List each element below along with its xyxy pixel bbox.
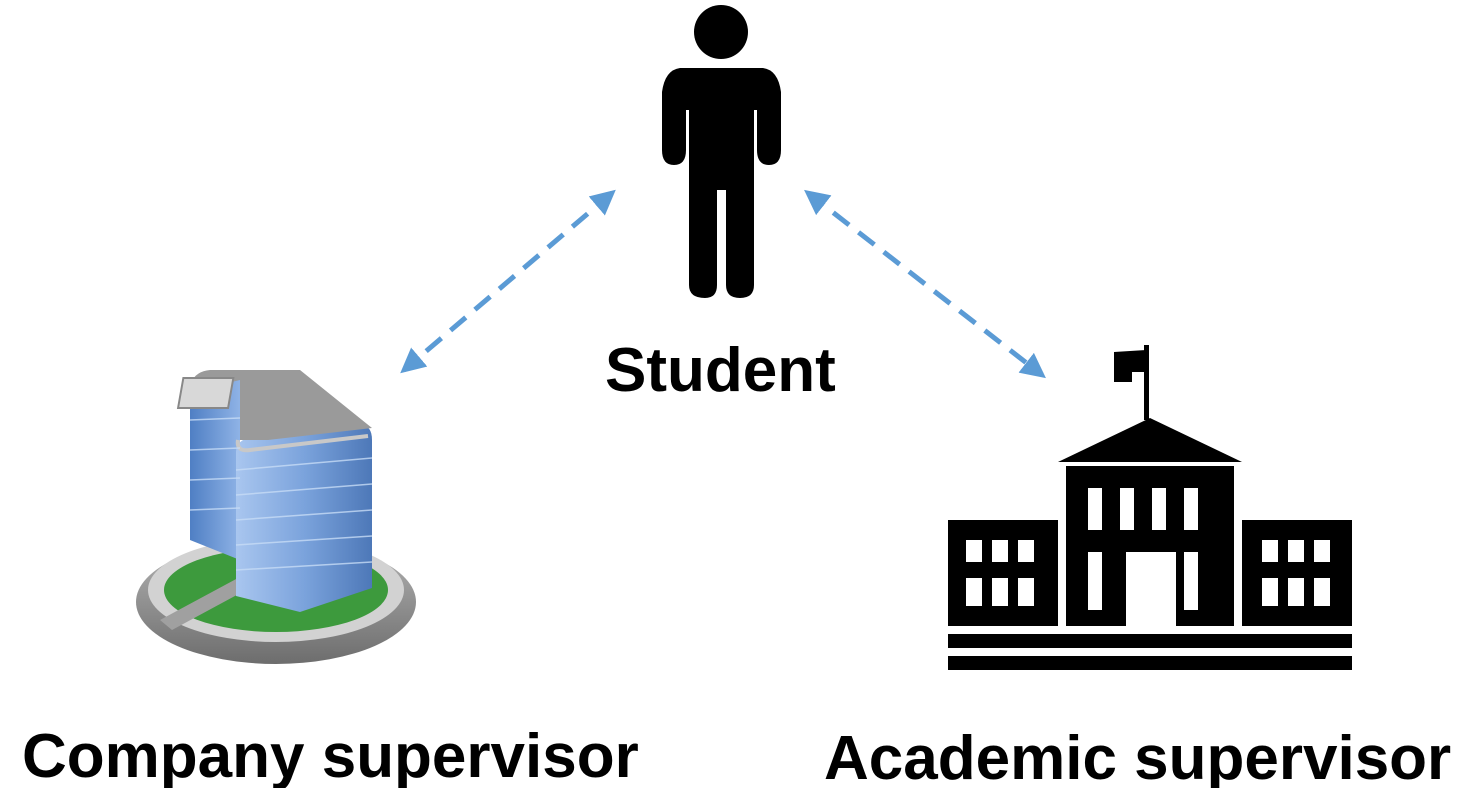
academic-supervisor-label: Academic supervisor: [824, 724, 1452, 788]
connector-student-company: [400, 189, 616, 374]
person-icon: [662, 5, 781, 298]
connector-student-academic: [804, 189, 1046, 379]
student-label: Student: [605, 336, 836, 405]
school-building-icon: [948, 345, 1352, 670]
office-building-icon: [136, 370, 416, 664]
company-supervisor-label: Company supervisor: [22, 722, 639, 788]
